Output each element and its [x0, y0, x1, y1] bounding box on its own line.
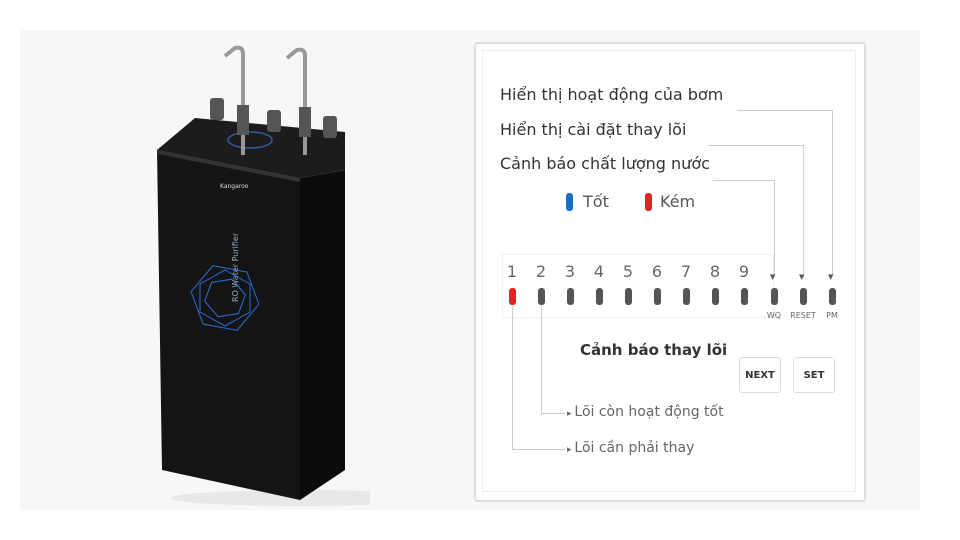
pump-label: Hiển thị hoạt động của bơm	[500, 85, 724, 104]
filter-indicator-light	[596, 288, 603, 305]
filter-number: 9	[738, 262, 750, 281]
filter-indicator-light	[712, 288, 719, 305]
arrow-down-icon: ▼	[770, 273, 776, 281]
filter-number: 5	[622, 262, 634, 281]
status-indicator-light	[829, 288, 836, 305]
filter-indicator-light	[654, 288, 661, 305]
indicator-label: WQ	[766, 311, 782, 320]
control-panel-diagram	[474, 42, 866, 502]
filter-indicator-light	[509, 288, 516, 305]
water-purifier-image: Kangaroo RO Water Purifier	[157, 45, 370, 506]
poor-legend-label: Kém	[660, 192, 696, 211]
filter-number: 2	[535, 262, 547, 281]
vertical-text: RO Water Purifier	[231, 232, 240, 302]
filter-number: 8	[709, 262, 721, 281]
set-button[interactable]: SET	[793, 357, 835, 393]
filter-number: 7	[680, 262, 692, 281]
next-button[interactable]: NEXT	[739, 357, 781, 393]
hexagon-logo-icon	[190, 265, 260, 331]
water-quality-label: Cảnh báo chất lượng nước	[500, 154, 710, 173]
note-good-filter: ▸ Lõi còn hoạt động tốt	[567, 404, 724, 420]
arrow-down-icon: ▼	[799, 273, 805, 281]
panel-inner	[482, 50, 856, 492]
poor-legend-swatch	[645, 193, 652, 211]
filter-indicator-light	[741, 288, 748, 305]
filter-indicator-light	[625, 288, 632, 305]
brand-logo: Kangaroo	[220, 183, 249, 190]
filter-indicator-light	[538, 288, 545, 305]
good-legend-label: Tốt	[583, 192, 609, 211]
filter-number: 3	[564, 262, 576, 281]
filter-setting-label: Hiển thị cài đặt thay lõi	[500, 120, 687, 139]
filter-number: 4	[593, 262, 605, 281]
indicator-label: PM	[826, 311, 838, 320]
arrow-down-icon: ▼	[828, 273, 834, 281]
indicator-label: RESET	[790, 311, 816, 320]
status-indicator-light	[771, 288, 778, 305]
filter-number: 1	[506, 262, 518, 281]
filter-indicator-light	[567, 288, 574, 305]
filter-indicator-light	[683, 288, 690, 305]
note-replace-filter: ▸ Lõi cần phải thay	[567, 440, 695, 456]
status-indicator-light	[800, 288, 807, 305]
good-legend-swatch	[566, 193, 573, 211]
filter-warning-title: Cảnh báo thay lõi	[580, 341, 728, 359]
filter-number: 6	[651, 262, 663, 281]
filter-indicator-group	[502, 254, 774, 318]
